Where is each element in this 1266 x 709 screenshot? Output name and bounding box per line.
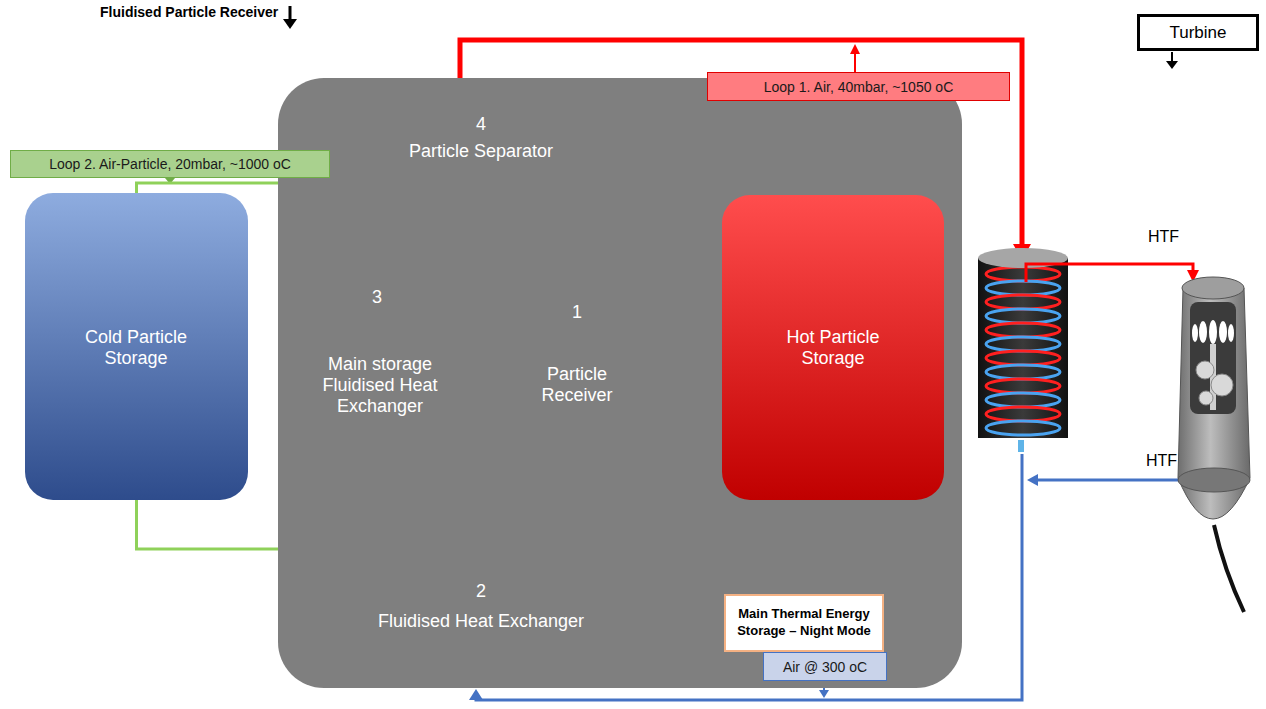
node-text: Particle Receiver bbox=[522, 364, 632, 406]
air-callout: Air @ 300 oC bbox=[763, 652, 887, 681]
coil-hot bbox=[986, 295, 1060, 309]
outlet-stub bbox=[1018, 440, 1024, 452]
leader-head bbox=[850, 44, 860, 54]
coil-hot bbox=[986, 267, 1060, 281]
storage-tank: Cold Particle Storage bbox=[25, 193, 248, 500]
htf-hot-line bbox=[1026, 264, 1193, 282]
coil-cold bbox=[986, 337, 1060, 351]
coil-cold bbox=[986, 393, 1060, 407]
note-box: Main Thermal Energy Storage – Night Mode bbox=[724, 594, 884, 652]
node-text: Cold Particle Storage bbox=[61, 327, 211, 369]
node-text: Main Thermal Energy Storage – Night Mode bbox=[730, 606, 878, 640]
pointer-head bbox=[283, 19, 297, 29]
htf-cold-line bbox=[1036, 448, 1190, 480]
coil-hot bbox=[986, 323, 1060, 337]
node-text: Main storage Fluidised Heat Exchanger bbox=[310, 354, 450, 417]
text-block: Loop 2. Air-Particle, 20mbar, ~1000 oC bbox=[49, 156, 291, 172]
turbine-ring bbox=[1178, 468, 1250, 492]
node-text: Turbine bbox=[1169, 23, 1226, 43]
htf-label: HTF bbox=[1146, 452, 1177, 470]
heat-exchanger-body bbox=[978, 258, 1068, 438]
turbine-gear bbox=[1196, 361, 1214, 379]
node-text: Loop 2. Air-Particle, 20mbar, ~1000 oC bbox=[49, 156, 291, 172]
node-text: Loop 1. Air, 40mbar, ~1050 oC bbox=[764, 79, 954, 95]
coil-cold bbox=[986, 421, 1060, 435]
htf-arrowhead bbox=[1027, 474, 1038, 486]
turbine-label-box: Turbine bbox=[1137, 14, 1259, 51]
loop-callout: Loop 1. Air, 40mbar, ~1050 oC bbox=[707, 72, 1010, 101]
storage-tank: Hot Particle Storage bbox=[722, 195, 944, 500]
coil-cold bbox=[986, 281, 1060, 295]
leader-head bbox=[1166, 61, 1178, 69]
text-block: Loop 1. Air, 40mbar, ~1050 oC bbox=[764, 79, 954, 95]
diagram-title: Fluidised Particle Receiver bbox=[100, 4, 278, 20]
loop-callout: Loop 2. Air-Particle, 20mbar, ~1000 oC bbox=[10, 150, 330, 178]
node-text: Air @ 300 oC bbox=[783, 659, 867, 675]
coil-hot bbox=[986, 351, 1060, 365]
text-block: Main Thermal Energy Storage – Night Mode bbox=[730, 606, 878, 640]
turbine-blades bbox=[1192, 320, 1234, 344]
leader-head bbox=[819, 690, 829, 698]
node-text: Hot Particle Storage bbox=[758, 327, 908, 369]
leader-line bbox=[1171, 52, 1173, 62]
htf-label: HTF bbox=[1148, 228, 1179, 246]
turbine-gear bbox=[1211, 374, 1233, 396]
coil-hot bbox=[986, 407, 1060, 421]
node-text: 4 bbox=[451, 114, 511, 135]
node-text: Particle Separator bbox=[366, 141, 596, 162]
node-text: Fluidised Heat Exchanger bbox=[346, 611, 616, 632]
node-text: 2 bbox=[461, 581, 501, 602]
pipe-arrowhead bbox=[469, 689, 483, 700]
leader-line bbox=[854, 52, 856, 72]
text-block: Air @ 300 oC bbox=[783, 659, 867, 675]
turbine-window bbox=[1190, 302, 1236, 414]
node-text: 3 bbox=[357, 287, 397, 308]
pointer-line bbox=[289, 6, 292, 20]
heat-exchanger-coils bbox=[986, 267, 1060, 435]
text-block: Turbine bbox=[1169, 23, 1226, 43]
turbine-cable bbox=[1214, 525, 1244, 612]
coil-cold bbox=[986, 309, 1060, 323]
turbine-body bbox=[1178, 288, 1250, 519]
coil-cold bbox=[986, 365, 1060, 379]
node-text: 1 bbox=[557, 302, 597, 323]
turbine-drawing bbox=[1178, 277, 1250, 612]
turbine-cap bbox=[1182, 277, 1244, 299]
turbine-gear bbox=[1199, 391, 1213, 405]
coil-hot bbox=[986, 379, 1060, 393]
